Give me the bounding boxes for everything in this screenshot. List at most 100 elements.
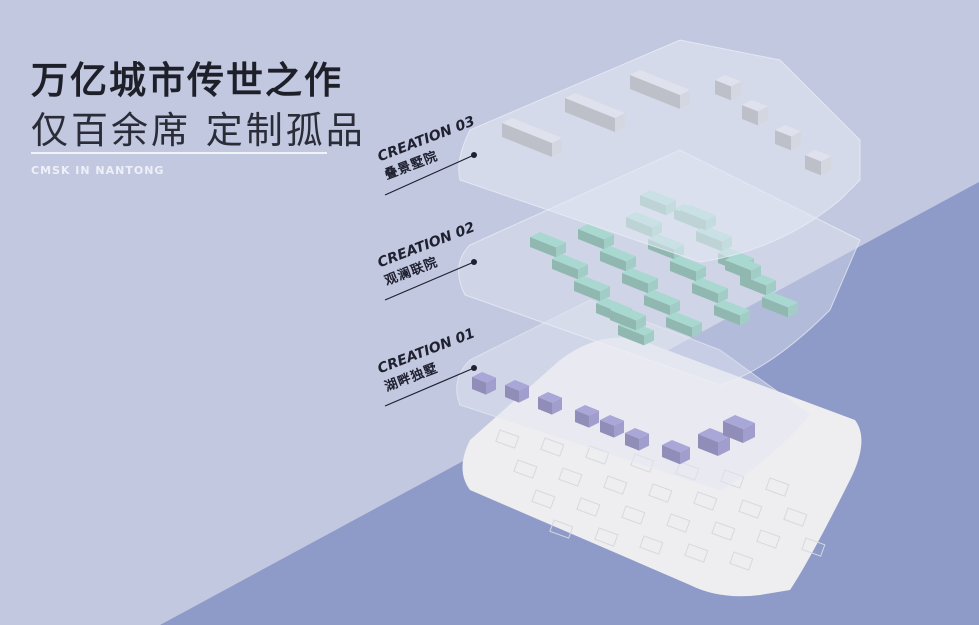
building-block bbox=[662, 440, 690, 453]
building-block bbox=[502, 118, 562, 143]
layer-03-plane bbox=[458, 39, 861, 263]
building-block bbox=[574, 281, 600, 302]
site-plot-outline bbox=[576, 497, 601, 517]
building-block bbox=[821, 156, 831, 176]
building-block bbox=[714, 300, 750, 316]
building-block bbox=[692, 283, 718, 304]
building-block bbox=[578, 224, 614, 240]
site-plot-outline bbox=[639, 535, 664, 555]
building-block bbox=[578, 229, 604, 250]
building-block bbox=[600, 415, 624, 426]
building-block bbox=[610, 310, 636, 331]
site-plot-outline bbox=[549, 519, 574, 539]
building-block bbox=[630, 70, 690, 95]
building-block bbox=[698, 428, 730, 442]
site-plot-outline bbox=[513, 459, 538, 479]
building-block bbox=[505, 385, 519, 403]
building-block bbox=[680, 447, 690, 465]
site-plot-outline bbox=[540, 437, 565, 457]
leader-line-02 bbox=[384, 261, 475, 301]
leader-dot-02 bbox=[471, 259, 477, 265]
building-block bbox=[565, 93, 625, 118]
building-block bbox=[718, 436, 730, 456]
building-block bbox=[589, 410, 599, 428]
building-block bbox=[575, 405, 599, 416]
site-plot-outline bbox=[621, 505, 646, 525]
building-block bbox=[600, 246, 636, 262]
building-block bbox=[519, 385, 529, 403]
site-plot-outline bbox=[630, 453, 655, 473]
building-block bbox=[530, 237, 556, 258]
building-block bbox=[731, 81, 741, 101]
site-plot-outline bbox=[603, 475, 628, 495]
building-block bbox=[615, 113, 625, 132]
building-block bbox=[723, 421, 743, 443]
site-plot-outline bbox=[594, 527, 619, 547]
site-plot-outline bbox=[675, 461, 700, 481]
building-block bbox=[618, 325, 644, 346]
leader-line-03 bbox=[384, 154, 475, 196]
building-block bbox=[805, 150, 831, 162]
building-block bbox=[472, 377, 486, 395]
building-block bbox=[614, 420, 624, 438]
building-block bbox=[625, 428, 649, 439]
building-block bbox=[743, 423, 755, 443]
building-block bbox=[715, 75, 741, 87]
building-block bbox=[644, 295, 670, 316]
building-block bbox=[714, 305, 740, 326]
site-plot-outline bbox=[558, 467, 583, 487]
building-block bbox=[472, 372, 496, 383]
building-block bbox=[725, 260, 751, 281]
subheadline: 仅百余席 定制孤品 bbox=[31, 109, 366, 152]
building-block bbox=[486, 377, 496, 395]
divider bbox=[31, 152, 327, 154]
site-plot-outline bbox=[693, 491, 718, 511]
building-block bbox=[552, 259, 578, 280]
building-block bbox=[775, 130, 791, 151]
site-plot-outline bbox=[648, 483, 673, 503]
building-block bbox=[805, 155, 821, 176]
building-block bbox=[505, 380, 529, 391]
building-block bbox=[622, 273, 648, 294]
site-plot-outline bbox=[495, 429, 520, 449]
site-plot-outline bbox=[783, 507, 808, 527]
site-plot-outline bbox=[801, 537, 826, 557]
building-block bbox=[600, 251, 626, 272]
building-block bbox=[502, 123, 552, 157]
building-block bbox=[538, 397, 552, 415]
building-block bbox=[670, 256, 706, 272]
headline: 万亿城市传世之作 bbox=[31, 59, 343, 102]
building-block bbox=[644, 290, 680, 306]
building-block bbox=[610, 305, 646, 321]
building-block bbox=[742, 105, 758, 126]
building-block bbox=[791, 131, 801, 151]
building-block bbox=[538, 392, 562, 403]
building-block bbox=[622, 268, 658, 284]
building-block bbox=[630, 75, 680, 109]
site-plot-outline bbox=[531, 489, 556, 509]
site-plot-outline bbox=[684, 543, 709, 563]
building-block bbox=[662, 445, 680, 465]
building-block bbox=[552, 138, 562, 157]
building-block bbox=[762, 292, 798, 308]
site-plot-outline bbox=[738, 499, 763, 519]
building-block bbox=[758, 106, 768, 126]
building-block bbox=[639, 433, 649, 451]
building-block bbox=[565, 98, 615, 132]
leader-line-01 bbox=[384, 367, 475, 407]
site-plot-outline bbox=[729, 551, 754, 571]
building-block bbox=[666, 317, 692, 338]
leader-dot-03 bbox=[471, 152, 477, 158]
building-block bbox=[680, 90, 690, 109]
base-site-plan bbox=[462, 337, 862, 597]
building-block bbox=[600, 420, 614, 438]
building-block bbox=[715, 80, 731, 101]
building-block bbox=[530, 232, 566, 248]
building-block bbox=[740, 275, 766, 296]
site-plot-outline bbox=[756, 529, 781, 549]
building-block bbox=[552, 254, 588, 270]
site-plot-outline bbox=[666, 513, 691, 533]
building-block bbox=[723, 415, 755, 429]
site-plot-outline bbox=[585, 445, 610, 465]
